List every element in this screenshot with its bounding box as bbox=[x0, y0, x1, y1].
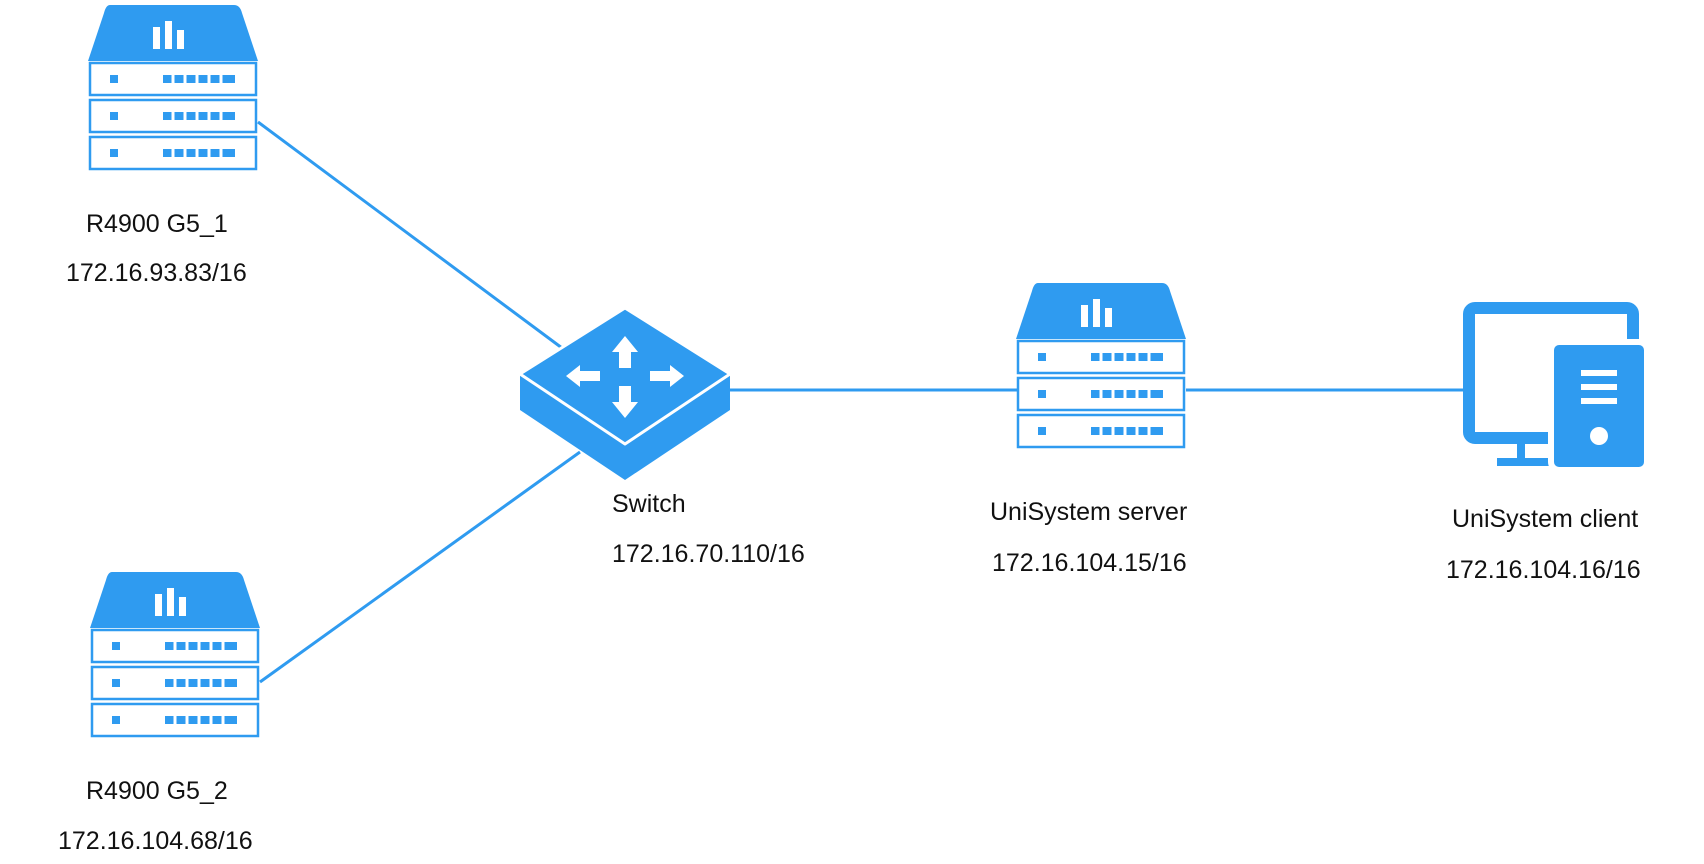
unisystem-client-name-label: UniSystem client bbox=[1452, 505, 1639, 533]
network-switch-icon bbox=[518, 306, 732, 480]
unisystem-server-name-label: UniSystem server bbox=[990, 498, 1188, 526]
desktop-computer-icon bbox=[1463, 302, 1650, 473]
rack-server-icon bbox=[86, 3, 260, 171]
server2-ip-label: 172.16.104.68/16 bbox=[58, 827, 253, 855]
switch-ip-label: 172.16.70.110/16 bbox=[612, 540, 805, 568]
server1-name-label: R4900 G5_1 bbox=[86, 210, 228, 238]
unisystem-server-ip-label: 172.16.104.15/16 bbox=[992, 549, 1187, 577]
server2-name-label: R4900 G5_2 bbox=[86, 777, 228, 805]
rack-server-icon bbox=[88, 570, 262, 738]
switch-name-label: Switch bbox=[612, 490, 686, 518]
link-server2-switch bbox=[259, 450, 581, 684]
link-server1-switch bbox=[257, 120, 563, 350]
server1-ip-label: 172.16.93.83/16 bbox=[66, 259, 247, 287]
rack-server-icon bbox=[1014, 281, 1188, 449]
unisystem-client-ip-label: 172.16.104.16/16 bbox=[1446, 556, 1641, 584]
link-lines bbox=[257, 120, 1466, 684]
